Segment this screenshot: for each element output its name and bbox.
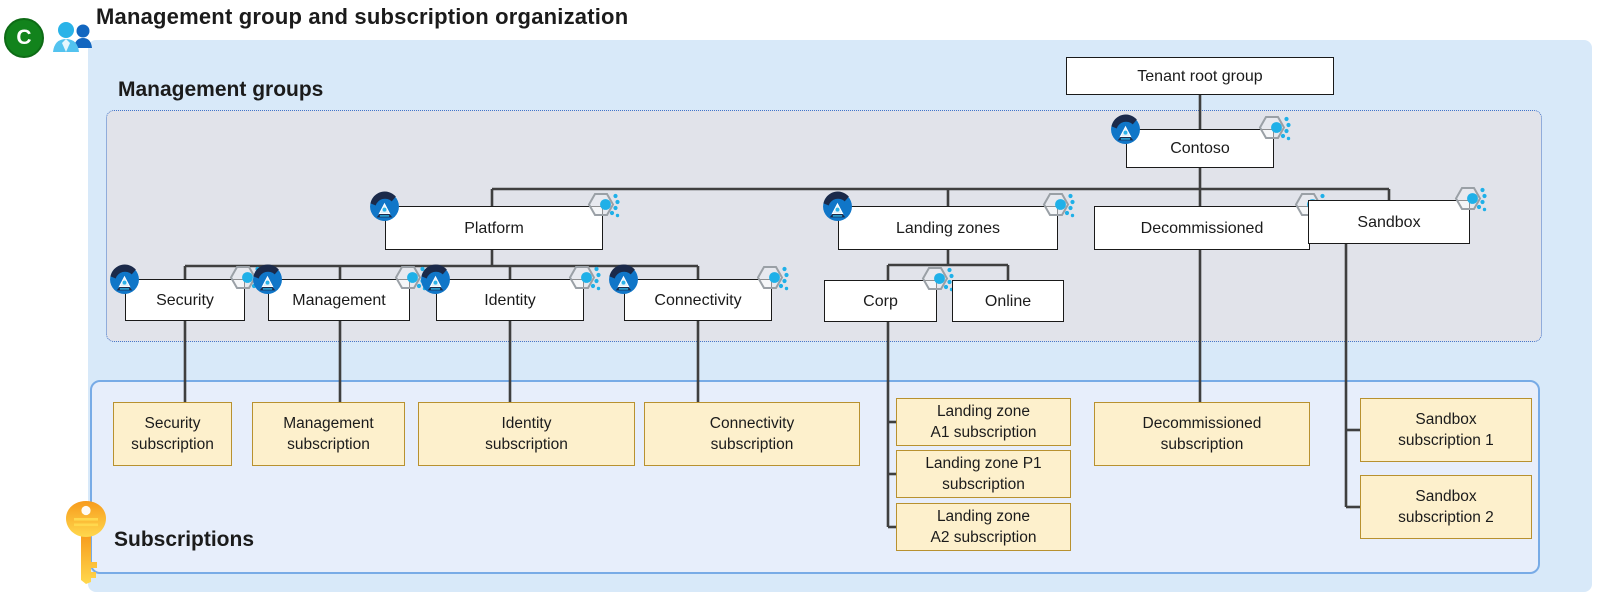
subscription-node-landing-zone-a1-sub: Landing zone A1 subscription [896, 398, 1071, 446]
mg-node-connectivity: Connectivity [624, 279, 772, 321]
management-group-icon [822, 191, 853, 222]
subscription-node-label: Management subscription [283, 415, 374, 453]
subscription-node-label: Connectivity subscription [709, 415, 795, 453]
subscription-node-identity-sub: Identity subscription [418, 402, 635, 466]
people-icon [50, 20, 96, 60]
mg-node-security: Security [125, 279, 245, 321]
mg-node-corp: Corp [824, 280, 937, 322]
mg-node-label: Platform [464, 219, 524, 237]
policy-hexagon-icon [1450, 184, 1488, 217]
mg-node-online: Online [952, 280, 1064, 322]
subscription-node-landing-zone-p1-sub: Landing zone P1 subscription [896, 450, 1071, 498]
subscription-node-decommissioned-sub: Decommissioned subscription [1094, 402, 1310, 466]
subscription-node-label: Security subscription [131, 415, 214, 453]
subscription-node-label: Landing zone A1 subscription [930, 403, 1037, 441]
page-title: Management group and subscription organi… [96, 4, 629, 29]
subscription-node-label: Landing zone A2 subscription [930, 508, 1037, 546]
mg-node-landing-zones: Landing zones [838, 206, 1058, 250]
subscription-node-label: Identity subscription [485, 415, 568, 453]
management-group-icon [109, 264, 140, 295]
mg-node-sandbox: Sandbox [1308, 200, 1470, 244]
mg-node-label: Tenant root group [1137, 67, 1263, 85]
subscription-node-management-sub: Management subscription [252, 402, 405, 466]
subscription-node-label: Landing zone P1 subscription [925, 455, 1042, 493]
management-group-icon [1110, 114, 1141, 145]
policy-hexagon-icon [583, 190, 621, 223]
subscription-node-label: Sandbox subscription 2 [1398, 488, 1494, 526]
management-group-icon [420, 264, 451, 295]
policy-hexagon-icon [917, 264, 955, 297]
policy-hexagon-icon [1038, 190, 1076, 223]
mg-node-contoso: Contoso [1126, 129, 1274, 168]
subscription-node-sandbox-sub-1: Sandbox subscription 1 [1360, 398, 1532, 462]
mg-node-label: Landing zones [895, 219, 1001, 237]
subscription-key-icon [62, 500, 110, 584]
management-group-icon [369, 191, 400, 222]
mg-node-label: Management [292, 291, 386, 309]
management-group-icon [252, 264, 283, 295]
subscription-node-connectivity-sub: Connectivity subscription [644, 402, 860, 466]
subscriptions-heading: Subscriptions [114, 528, 255, 551]
subscription-node-landing-zone-a2-sub: Landing zone A2 subscription [896, 503, 1071, 551]
mg-node-tenant-root: Tenant root group [1066, 57, 1334, 95]
policy-hexagon-icon [564, 263, 602, 296]
subscription-node-label: Sandbox subscription 1 [1398, 411, 1494, 449]
mg-node-identity: Identity [436, 279, 584, 321]
mg-node-label: Sandbox [1357, 213, 1421, 231]
mg-node-label: Decommissioned [1140, 219, 1264, 237]
management-group-icon [608, 264, 639, 295]
c-badge: C [4, 18, 44, 58]
subscription-node-security-sub: Security subscription [113, 402, 232, 466]
mg-node-label: Contoso [1170, 140, 1230, 157]
mg-node-platform: Platform [385, 206, 603, 250]
mg-node-label: Online [984, 292, 1032, 310]
c-badge-letter: C [16, 26, 32, 49]
mg-node-label: Identity [484, 291, 536, 309]
policy-hexagon-icon [752, 263, 790, 296]
subscription-node-sandbox-sub-2: Sandbox subscription 2 [1360, 475, 1532, 539]
mg-node-label: Security [156, 291, 214, 309]
mg-node-label: Connectivity [654, 291, 742, 309]
management-groups-heading: Management groups [118, 78, 324, 101]
mg-node-decommissioned: Decommissioned [1094, 206, 1310, 250]
subscription-node-label: Decommissioned subscription [1142, 415, 1262, 453]
mg-node-label: Corp [863, 292, 898, 310]
policy-hexagon-icon [1254, 113, 1292, 146]
mg-node-management: Management [268, 279, 410, 321]
